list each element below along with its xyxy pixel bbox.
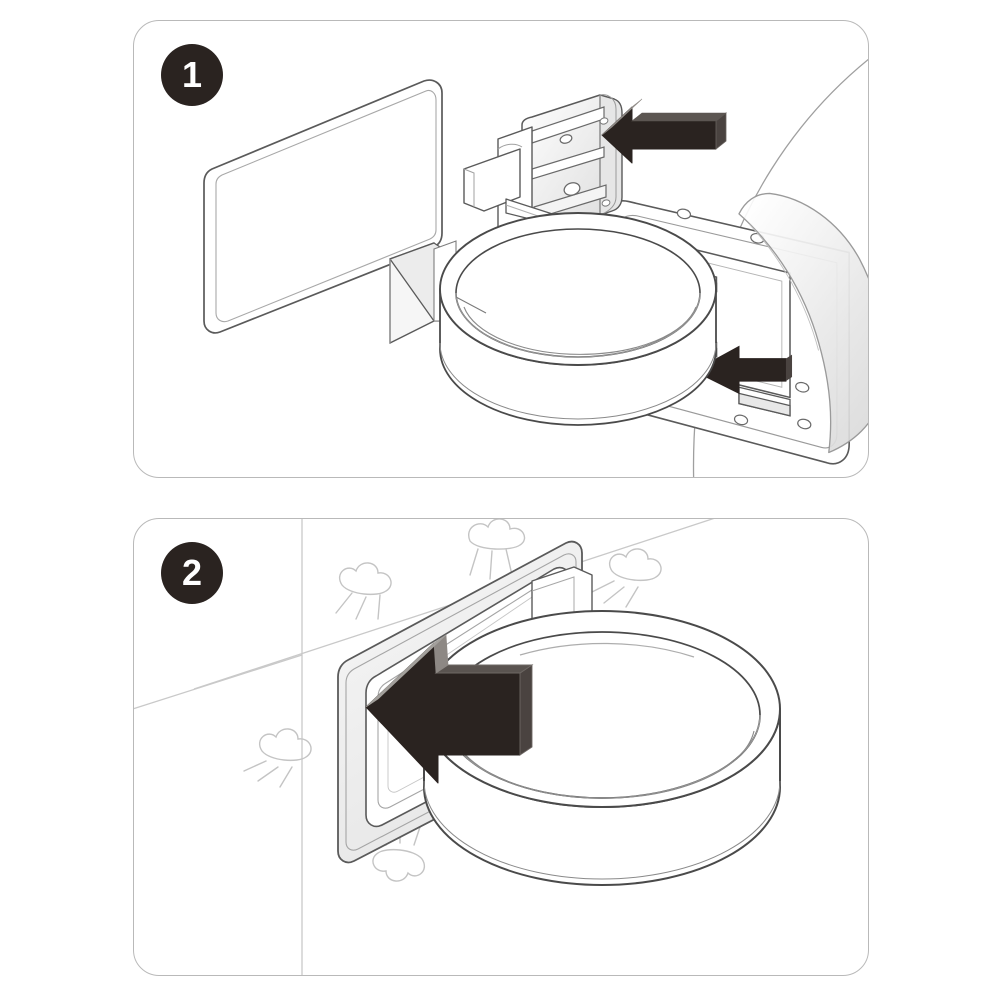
step-2-caption-layer: 2	[134, 519, 868, 975]
step-1-caption-layer: 1	[134, 21, 868, 477]
step-panel-1: 1	[133, 20, 869, 478]
step-badge-1-label: 1	[181, 54, 203, 95]
step-panel-2: 2	[133, 518, 869, 976]
step-badge-2: 2	[161, 542, 223, 604]
step-badge-2-label: 2	[181, 552, 203, 593]
step-badge-1: 1	[161, 44, 223, 106]
